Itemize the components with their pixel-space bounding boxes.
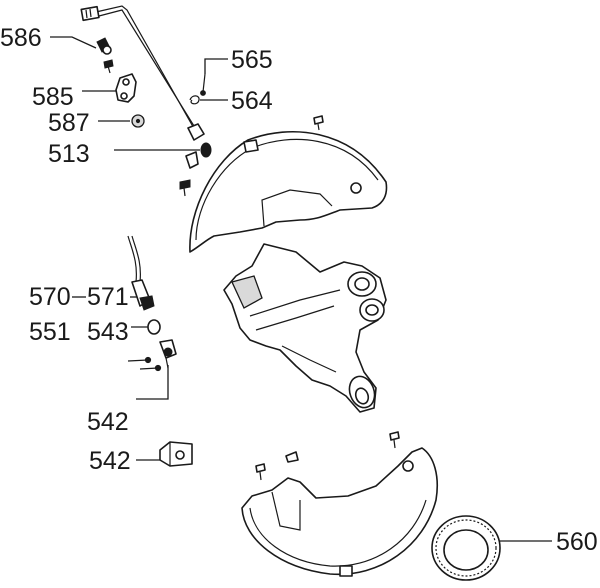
sensor-wire-570 — [127, 235, 141, 283]
plug-551 — [159, 339, 177, 369]
block-542 — [159, 441, 193, 467]
leader-lines — [50, 36, 552, 542]
bolt-left-upper — [103, 59, 114, 74]
lower-dust-shield — [241, 431, 438, 577]
bracket-585 — [115, 73, 137, 103]
label-586: 586 — [0, 24, 42, 52]
label-542-upper: 542 — [87, 408, 129, 436]
label-565: 565 — [231, 46, 273, 74]
label-564: 564 — [231, 87, 273, 115]
label-513: 513 — [48, 140, 90, 168]
upper-dust-shield — [189, 115, 388, 253]
grommet-587 — [131, 114, 145, 128]
label-543: 543 — [87, 318, 129, 346]
label-560: 560 — [556, 528, 598, 556]
label-570: 570 — [29, 283, 71, 311]
sensor-586 — [96, 37, 112, 55]
label-551: 551 — [29, 318, 71, 346]
label-587: 587 — [48, 109, 90, 137]
label-571: 571 — [87, 283, 129, 311]
sensor-571 — [131, 279, 155, 311]
label-585: 585 — [32, 83, 74, 111]
bushing-543 — [147, 319, 161, 335]
steering-knuckle — [223, 243, 387, 413]
pin-565 — [200, 73, 206, 96]
bolts-542 — [127, 356, 162, 372]
clip-513 — [179, 142, 212, 197]
sensor-cable-586 — [80, 5, 205, 141]
clip-564 — [189, 95, 200, 105]
label-542-lower: 542 — [89, 447, 131, 475]
tone-ring-560 — [431, 515, 501, 581]
